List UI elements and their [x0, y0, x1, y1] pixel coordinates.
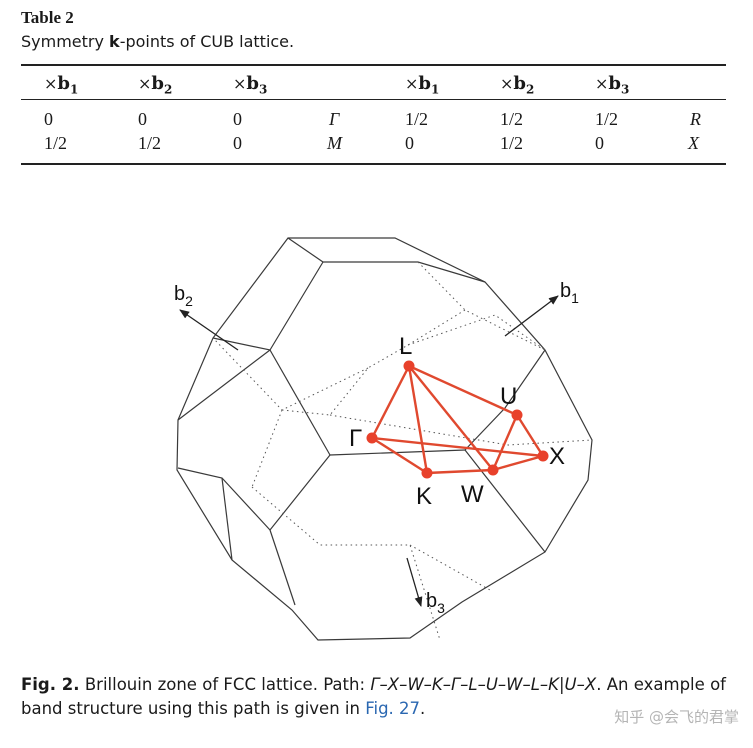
- label-U: U: [500, 383, 517, 410]
- header-b1-right: ×b1: [405, 73, 440, 97]
- brillouin-zone-figure: b1 b2 b3 L U Γ X K W: [174, 237, 593, 641]
- header-b2-right: ×b2: [500, 73, 535, 97]
- label-W: W: [461, 481, 484, 508]
- table-cell: 1/2: [44, 133, 68, 153]
- table-top-rule: [21, 64, 726, 66]
- header-b3-left: ×b3: [233, 73, 268, 97]
- b2-label: b2: [174, 283, 193, 309]
- table-bottom-rule: [21, 163, 726, 165]
- b3-label: b3: [426, 590, 445, 616]
- table-cell: 0: [138, 109, 147, 129]
- point-K: [421, 467, 433, 479]
- k-points: [366, 360, 549, 479]
- table-caption: Symmetry k-points of CUB lattice.: [21, 32, 295, 51]
- table-cell: 1/2: [500, 133, 524, 153]
- header-b3-right: ×b3: [595, 73, 630, 97]
- label-Gamma: Γ: [349, 425, 362, 452]
- label-L: L: [399, 333, 412, 360]
- point-X: [537, 450, 549, 462]
- watermark: 知乎 @会飞的君掌: [614, 708, 739, 726]
- bz-outline: [176, 237, 593, 641]
- label-X: X: [549, 443, 565, 470]
- table-cell: 0: [44, 109, 53, 129]
- b2-arrow: [179, 309, 239, 351]
- point-Gamma: [366, 432, 378, 444]
- b1-label: b1: [560, 280, 579, 306]
- table-point-label: R: [690, 109, 701, 129]
- table-title: Table 2: [21, 8, 74, 27]
- table-cell: 0: [233, 133, 242, 153]
- table-cell: 1/2: [500, 109, 524, 129]
- point-L: [403, 360, 415, 372]
- bz-hidden-edges: [212, 261, 593, 641]
- table-point-label: M: [327, 133, 342, 153]
- b1-arrow: [504, 295, 559, 337]
- figure-caption: Fig. 2. Brillouin zone of FCC lattice. P…: [21, 675, 726, 718]
- table-cell: 1/2: [595, 109, 619, 129]
- fig-27-link[interactable]: Fig. 27: [365, 699, 421, 718]
- table-point-label: Γ: [329, 109, 340, 129]
- header-b2-left: ×b2: [138, 73, 173, 97]
- header-b1-left: ×b1: [44, 73, 79, 97]
- table-cell: 1/2: [405, 109, 429, 129]
- table-cell: 0: [595, 133, 604, 153]
- k-path: [370, 364, 545, 475]
- table-point-label: X: [688, 133, 699, 153]
- label-K: K: [416, 483, 432, 510]
- table-cell: 0: [405, 133, 414, 153]
- table-mid-rule: [21, 99, 726, 100]
- point-U: [511, 409, 523, 421]
- table-cell: 0: [233, 109, 242, 129]
- point-W: [487, 464, 499, 476]
- table-cell: 1/2: [138, 133, 162, 153]
- b3-arrow: [406, 557, 423, 607]
